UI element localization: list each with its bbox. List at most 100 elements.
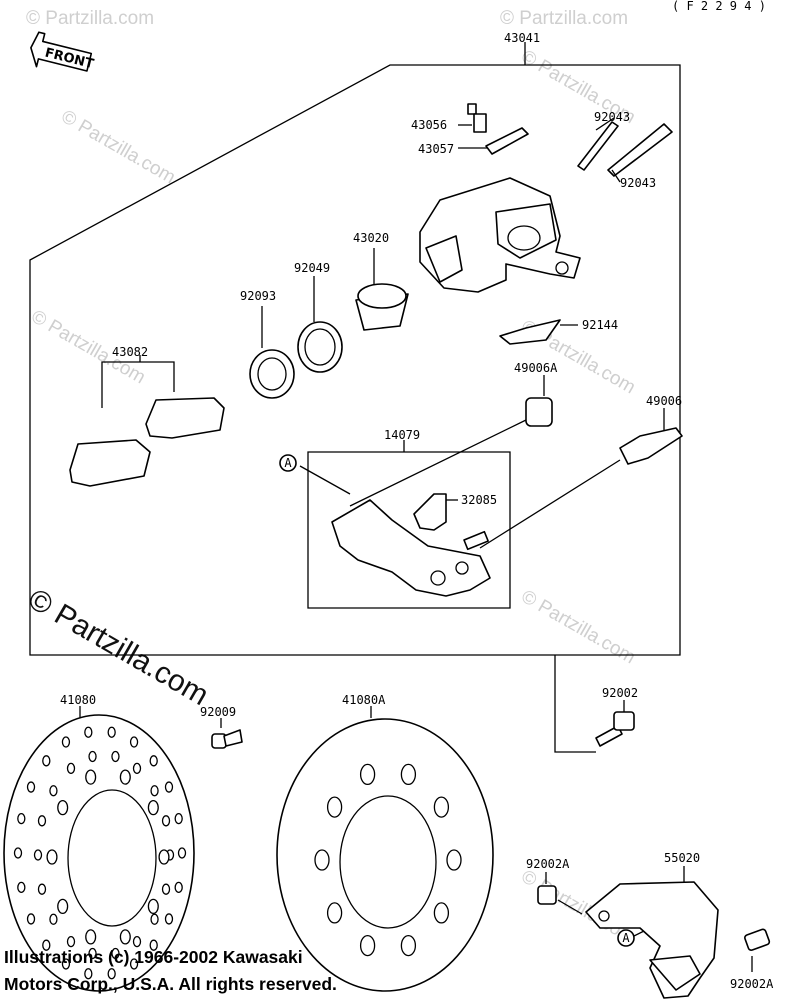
disc-hole [88, 750, 97, 763]
disc-hole [85, 769, 97, 785]
part-number: 92002A [526, 857, 570, 871]
part-number: 92009 [200, 705, 236, 719]
bleeder-valve-icon [458, 103, 487, 133]
boot-icon [349, 375, 553, 507]
callout-a-icon: A [617, 927, 651, 947]
disc-hole [129, 736, 139, 748]
piston-seal-icon [297, 276, 343, 373]
part-number: 43057 [418, 142, 454, 156]
part-number: 43056 [411, 118, 447, 132]
disc-hole [161, 815, 171, 827]
part-number: 49006 [646, 394, 682, 408]
watermark-text: © Partzilla.com [58, 106, 179, 188]
part-labels: 43041 43056 43057 92043 92043 43020 9204… [60, 31, 774, 991]
disc-hole [433, 796, 450, 818]
caliper-bracket-icon [299, 465, 491, 597]
disc-hole [174, 881, 183, 894]
disc-hole [119, 769, 131, 785]
front-arrow-icon: FRONT [30, 31, 95, 72]
bolt-icon [744, 928, 771, 972]
disc-hole [42, 939, 51, 951]
piston-icon [355, 248, 409, 331]
callout-a-icon: A [279, 454, 297, 472]
part-number: 43041 [504, 31, 540, 45]
part-number: 41080A [342, 693, 386, 707]
watermark-large: © Partzilla.com [23, 582, 215, 712]
disc-hole [433, 902, 450, 924]
bracket-box [307, 451, 511, 609]
disc-hole [61, 958, 71, 970]
disc-hole [164, 913, 174, 925]
disc-hole [37, 815, 47, 827]
disc-hole [119, 929, 131, 945]
disc-hole [66, 762, 76, 775]
disc-bolt-icon [211, 718, 243, 749]
caliper-pin-icon [577, 117, 673, 183]
part-number: 92002 [602, 686, 638, 700]
disc-hole [326, 902, 343, 924]
disc-hole [314, 849, 330, 871]
disc-hole [132, 762, 142, 775]
disc-hole [88, 947, 97, 960]
part-number: 92043 [594, 110, 630, 124]
disc-hole [46, 849, 58, 865]
drilled-disc-icon [3, 706, 195, 992]
disc-hole [13, 847, 23, 859]
disc-hole [26, 781, 36, 793]
disc-hole [66, 935, 76, 948]
disc-hole [42, 755, 51, 767]
disc-hole [33, 849, 43, 861]
part-number: 92043 [620, 176, 656, 190]
disc-hole [111, 750, 120, 763]
disc-hole [359, 763, 376, 786]
part-number: 92144 [582, 318, 618, 332]
watermark-text: © Partzilla.com [518, 586, 639, 668]
disc-hole [174, 812, 183, 825]
watermark-text: © Partzilla.com [500, 8, 628, 29]
caliper-body-icon [419, 177, 581, 293]
copyright-line-1: Illustrations (c) 1966-2002 Kawasaki [4, 947, 303, 967]
bleeder-cap-icon [458, 127, 529, 155]
disc-hole [57, 898, 69, 915]
part-number: 55020 [664, 851, 700, 865]
disc-hole [84, 968, 93, 980]
part-number: 92093 [240, 289, 276, 303]
bolt-icon [554, 655, 635, 753]
disc-hole [177, 847, 187, 859]
disc-hole [107, 726, 116, 738]
disc-hole [129, 958, 139, 970]
part-number: 49006A [514, 361, 558, 375]
disc-hole [111, 947, 120, 960]
bolt-icon [537, 872, 583, 915]
disc-hole [164, 781, 174, 793]
disc-hole [26, 913, 36, 925]
disc-hole [400, 763, 417, 786]
assembly-outline [29, 64, 681, 656]
disc-guard-icon [585, 866, 719, 999]
watermark-text: © Partzilla.com [26, 8, 154, 29]
disc-hole [132, 935, 142, 948]
disc-hole [326, 796, 343, 818]
disc-hole [85, 929, 97, 945]
callout-letter: A [622, 931, 630, 945]
disc-hole [150, 913, 159, 925]
copyright-line-2: Motors Corp., U.S.A. All rights reserved… [4, 974, 337, 994]
disc-hole [49, 785, 58, 797]
part-number: 43082 [112, 345, 148, 359]
disc-hole [147, 799, 159, 816]
pin-boot-icon [479, 408, 683, 549]
pad-spring-icon [499, 319, 578, 345]
callout-letter: A [284, 456, 292, 470]
disc-hole [37, 883, 47, 895]
disc-hole [17, 812, 26, 825]
part-number: 92002A [730, 977, 774, 991]
disc-hole [149, 939, 158, 951]
disc-hole [446, 849, 462, 871]
part-number: 43020 [353, 231, 389, 245]
part-number: 41080 [60, 693, 96, 707]
disc-hole [161, 883, 171, 895]
disc-hole [359, 934, 376, 957]
disc-hole [400, 934, 417, 957]
disc-hole [147, 898, 159, 915]
disc-hole [150, 785, 159, 797]
